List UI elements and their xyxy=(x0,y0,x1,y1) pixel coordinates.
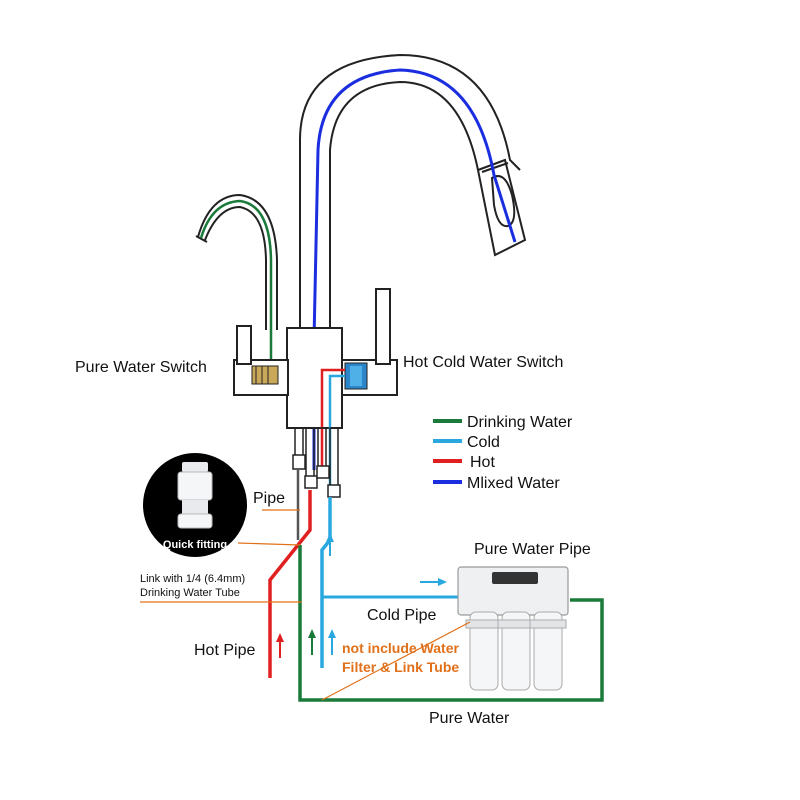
hot-pipe-label: Hot Pipe xyxy=(194,642,255,659)
quick-fitting-label: Quick fitting xyxy=(163,539,227,551)
hot-cold-cartridge xyxy=(344,362,368,390)
cold-pipe-label: Cold Pipe xyxy=(367,607,436,624)
water-filter-unit xyxy=(457,566,569,691)
drinking-water-faucet-line xyxy=(199,199,301,374)
cold-pipe-line xyxy=(320,497,332,668)
legend-label-hot: Hot xyxy=(470,454,495,471)
mixed-water-line xyxy=(312,68,517,470)
leader-lines xyxy=(140,509,471,701)
hot-pipe-line xyxy=(268,490,312,678)
note-line1: not include Water xyxy=(342,640,459,656)
legend-label-mixed: Mlixed Water xyxy=(467,475,560,492)
pure-water-cartridge xyxy=(251,365,279,385)
faucet-hoses xyxy=(292,427,341,498)
main-faucet-spout xyxy=(299,53,527,330)
pure-water-faucet xyxy=(195,193,278,330)
legend-label-drinking: Drinking Water xyxy=(467,414,573,431)
note-line2: Filter & Link Tube xyxy=(342,659,459,675)
pipe-label: Pipe xyxy=(253,490,285,507)
hot-internal-line xyxy=(320,368,345,470)
legend: Drinking Water Cold Hot Mlixed Water xyxy=(433,414,573,492)
pure-water-switch-label: Pure Water Switch xyxy=(75,359,207,376)
pure-water-label: Pure Water xyxy=(429,710,510,727)
quick-fitting-badge: Quick fitting xyxy=(143,453,247,557)
pure-water-loop xyxy=(298,545,604,702)
pure-water-pipe-label: Pure Water Pipe xyxy=(474,541,591,558)
link-label-line2: Drinking Water Tube xyxy=(140,587,240,599)
legend-label-cold: Cold xyxy=(467,434,500,451)
flow-arrows xyxy=(276,533,447,658)
hot-cold-switch-label: Hot Cold Water Switch xyxy=(403,354,563,371)
link-label-line1: Link with 1/4 (6.4mm) xyxy=(140,573,245,585)
